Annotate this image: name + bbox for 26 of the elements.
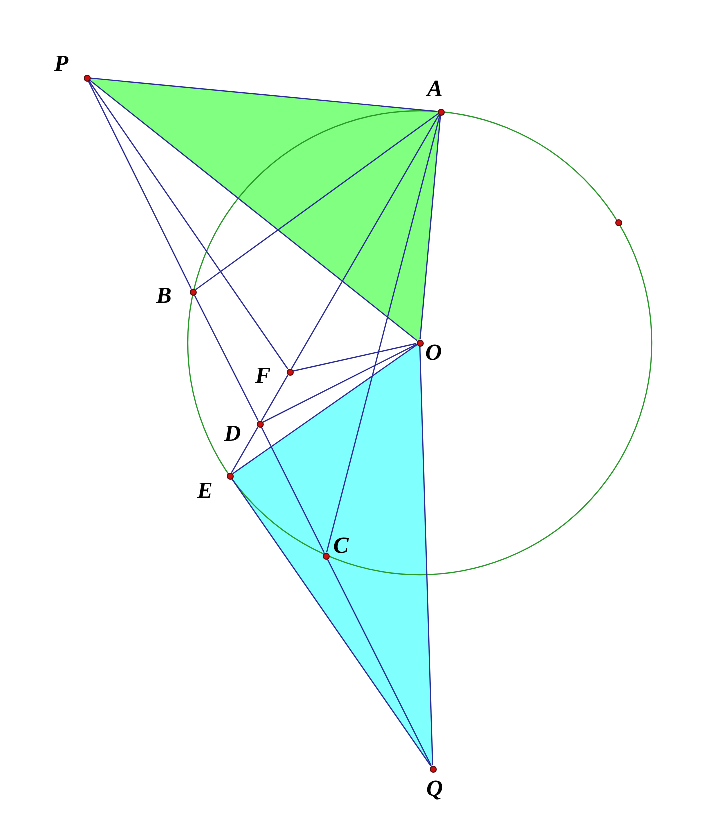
line-segment	[90, 78, 438, 112]
line-segment	[420, 346, 434, 766]
line-segment	[195, 114, 439, 290]
point-label: O	[426, 340, 442, 364]
point-label: E	[198, 478, 213, 502]
line-segment	[232, 344, 418, 474]
line-segment	[261, 374, 289, 422]
point-label: B	[156, 284, 172, 306]
line-segment	[88, 80, 288, 370]
line-segment	[232, 478, 432, 766]
point-label: A	[428, 76, 443, 100]
line-segment	[291, 114, 440, 370]
line-segment	[261, 426, 325, 554]
point-label: D	[224, 422, 242, 444]
line-segment	[88, 80, 192, 290]
point-label: P	[54, 52, 69, 74]
line-segment	[420, 115, 442, 340]
line-segment	[262, 344, 418, 423]
point-label: F	[256, 364, 271, 386]
line-segment	[293, 343, 417, 372]
line-segment	[327, 558, 432, 766]
line-segment	[231, 426, 259, 474]
point-label: C	[334, 534, 349, 556]
line-segment	[326, 115, 441, 553]
line-segment	[194, 294, 259, 422]
point-label: Q	[426, 776, 444, 800]
